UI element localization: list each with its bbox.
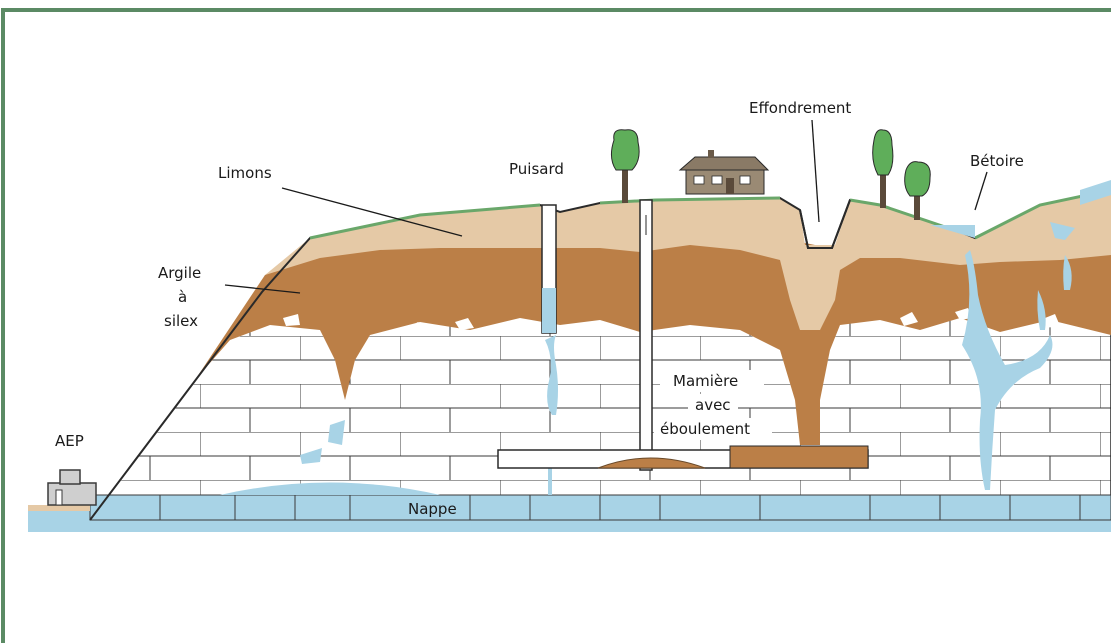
label-marniere-line1: Mamière	[673, 372, 738, 390]
label-limons: Limons	[218, 164, 272, 182]
marl-pit-shaft	[640, 200, 652, 470]
label-marniere-line2: avec	[695, 396, 731, 414]
label-marniere-line3: éboulement	[660, 420, 750, 438]
label-effondrement: Effondrement	[749, 99, 851, 117]
label-nappe: Nappe	[408, 500, 457, 518]
soakaway-water	[542, 288, 556, 333]
leader-effondrement	[812, 120, 819, 222]
tree-icon	[905, 162, 931, 220]
label-betoire: Bétoire	[970, 152, 1024, 170]
water-station-icon	[28, 470, 96, 511]
label-aep: AEP	[55, 432, 84, 450]
label-argile-line2: à	[178, 288, 187, 306]
house-icon	[680, 150, 768, 194]
clay-plug-base	[730, 446, 868, 468]
label-argile-line3: silex	[164, 312, 198, 330]
tree-icon	[873, 130, 893, 208]
label-puisard: Puisard	[509, 160, 564, 178]
leader-betoire	[975, 172, 987, 210]
label-argile-line1: Argile	[158, 264, 201, 282]
tree-icon	[611, 130, 639, 203]
